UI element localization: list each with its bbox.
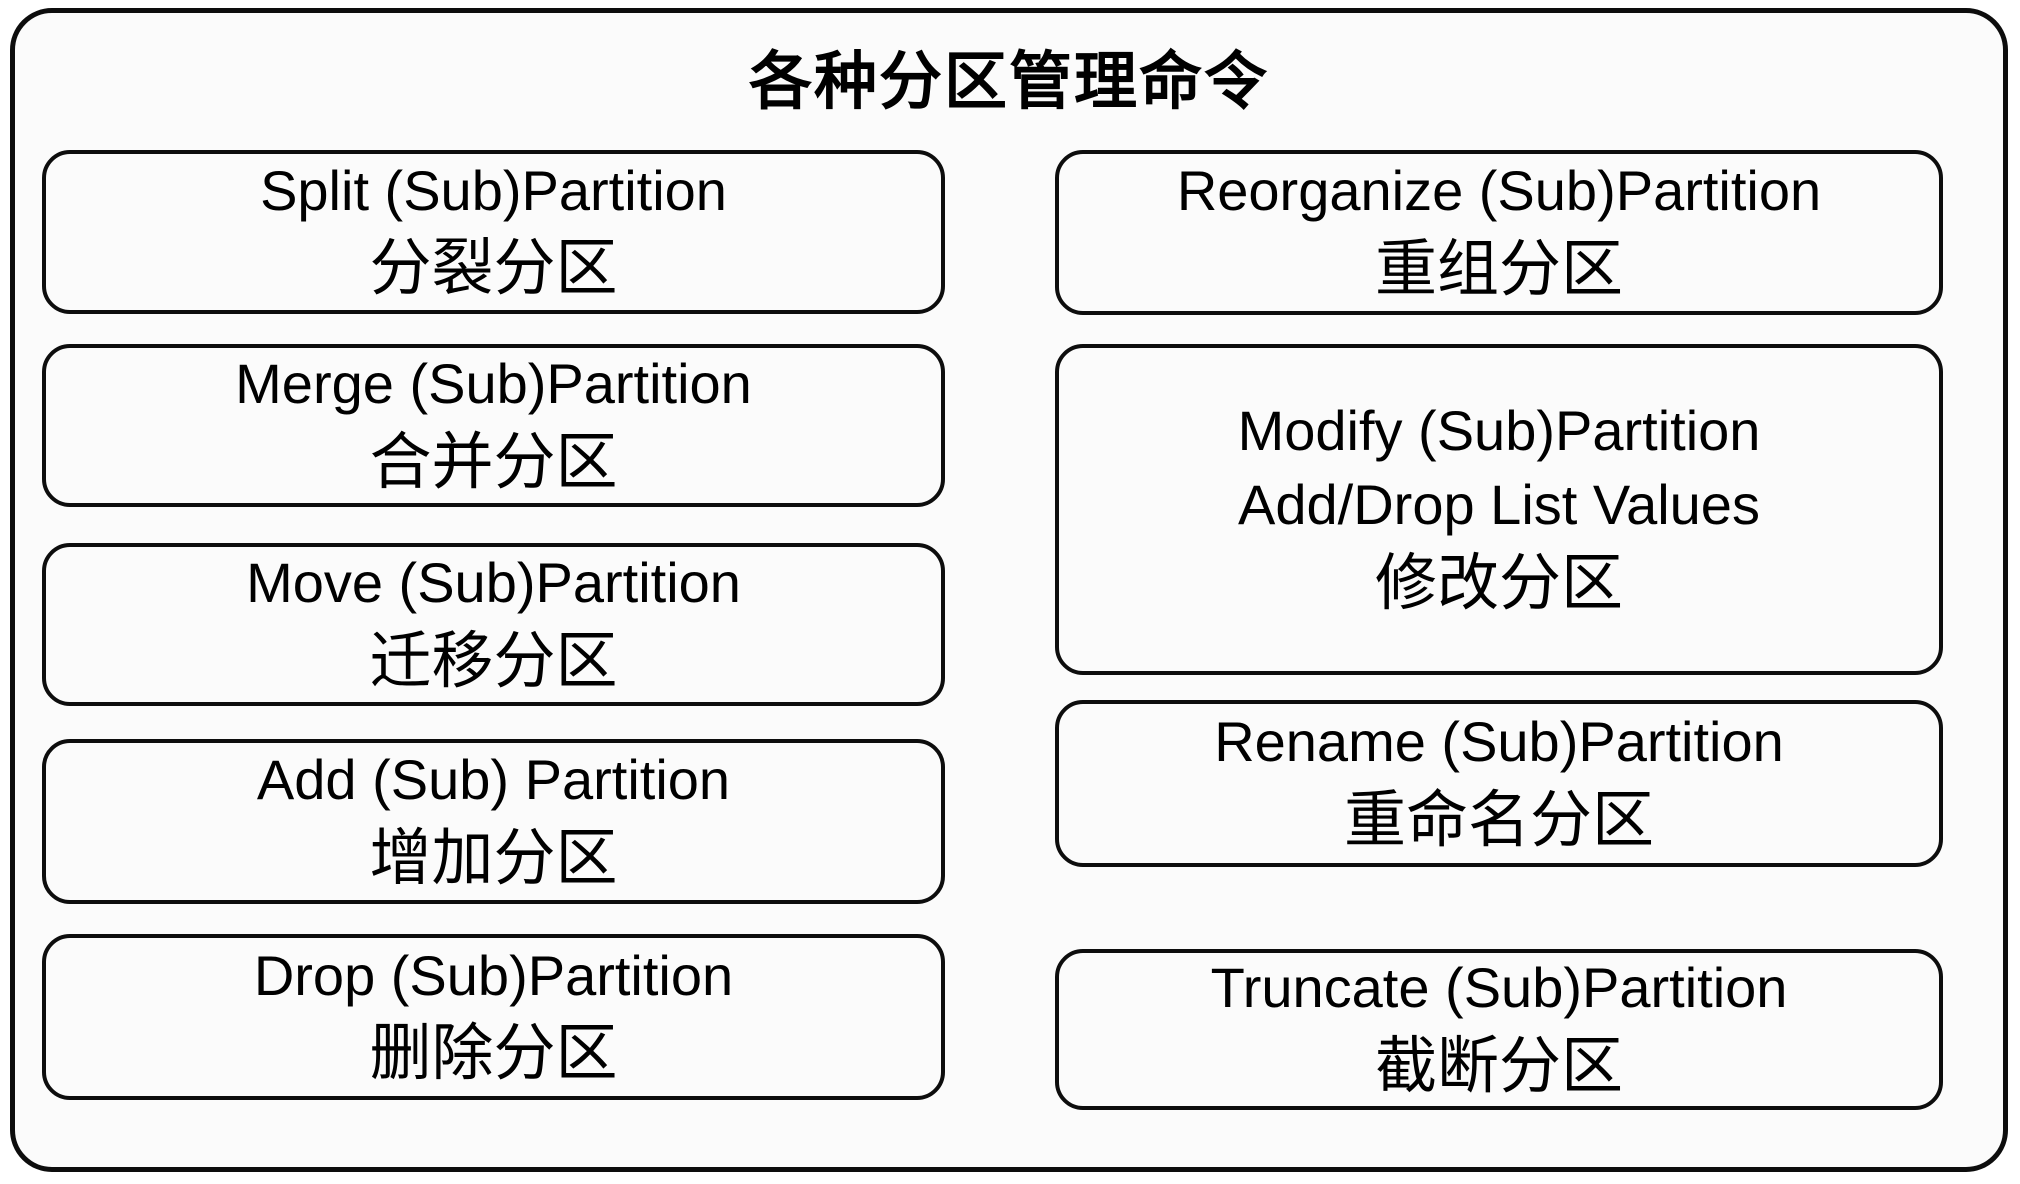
- command-label-zh: 截断分区: [1374, 1031, 1623, 1101]
- command-label-zh: 删除分区: [369, 1019, 618, 1088]
- command-box-move-partition: Move (Sub)Partition 迁移分区: [42, 543, 945, 706]
- command-box-truncate-partition: Truncate (Sub)Partition 截断分区: [1055, 949, 1943, 1110]
- command-label-en: Split (Sub)Partition: [260, 158, 727, 222]
- command-box-drop-partition: Drop (Sub)Partition 删除分区: [42, 934, 945, 1100]
- diagram-frame: 各种分区管理命令: [10, 8, 2008, 1172]
- command-box-merge-partition: Merge (Sub)Partition 合并分区: [42, 344, 945, 507]
- command-label-en: Move (Sub)Partition: [246, 551, 741, 615]
- command-box-add-partition: Add (Sub) Partition 增加分区: [42, 739, 945, 904]
- command-label-zh: 合并分区: [369, 427, 618, 497]
- command-label-en-line2: Add/Drop List Values: [1238, 473, 1760, 537]
- command-label-zh: 重组分区: [1374, 234, 1623, 304]
- command-box-rename-partition: Rename (Sub)Partition 重命名分区: [1055, 700, 1943, 867]
- command-box-modify-partition: Modify (Sub)Partition Add/Drop List Valu…: [1055, 344, 1943, 675]
- command-label-zh: 增加分区: [369, 823, 618, 893]
- command-label-zh: 修改分区: [1374, 548, 1623, 618]
- command-label-zh: 迁移分区: [369, 626, 618, 696]
- command-label-zh: 重命名分区: [1343, 785, 1654, 855]
- command-label-en: Reorganize (Sub)Partition: [1176, 159, 1822, 223]
- command-label-en: Modify (Sub)Partition: [1237, 398, 1761, 462]
- command-label-en: Merge (Sub)Partition: [235, 352, 752, 416]
- command-label-en: Rename (Sub)Partition: [1214, 710, 1784, 774]
- command-label-zh: 分裂分区: [369, 234, 618, 304]
- command-label-en: Drop (Sub)Partition: [253, 943, 734, 1007]
- command-label-en: Truncate (Sub)Partition: [1210, 956, 1788, 1020]
- command-label-en: Add (Sub) Partition: [256, 748, 731, 812]
- page-title: 各种分区管理命令: [749, 47, 1269, 117]
- command-box-split-partition: Split (Sub)Partition 分裂分区: [42, 150, 945, 314]
- command-box-reorganize-partition: Reorganize (Sub)Partition 重组分区: [1055, 150, 1943, 315]
